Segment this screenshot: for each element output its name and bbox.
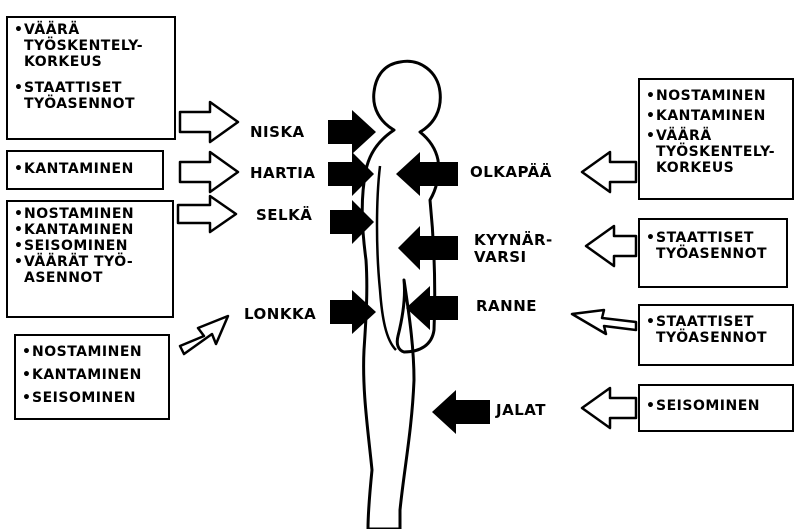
- list-item: STAATTISET TYÖASENNOT: [646, 314, 786, 346]
- label-lonkka: LONKKA: [244, 306, 316, 323]
- solid-arrow-kyynarvarsi: [398, 226, 458, 270]
- solid-arrows: [328, 110, 490, 434]
- list-item: KANTAMINEN: [14, 161, 156, 177]
- label-jalat: JALAT: [496, 402, 546, 419]
- left-box-neck: VÄÄRÄ TYÖSKENTELY- KORKEUS STAATTISET TY…: [6, 16, 176, 140]
- left-box-shoulder: KANTAMINEN: [6, 150, 164, 190]
- list-item: NOSTAMINEN: [646, 88, 786, 104]
- list-item: SEISOMINEN: [22, 390, 162, 406]
- list-item: KANTAMINEN: [646, 108, 786, 124]
- hollow-arrow-kyynarvarsi: [586, 226, 636, 266]
- list-item: NOSTAMINEN: [14, 206, 166, 222]
- list-item: SEISOMINEN: [14, 238, 166, 254]
- solid-arrow-hartia: [328, 152, 374, 196]
- right-box-forearm: STAATTISET TYÖASENNOT: [638, 218, 788, 288]
- label-hartia: HARTIA: [250, 165, 315, 182]
- right-box-wrist: STAATTISET TYÖASENNOT: [638, 304, 794, 366]
- label-ranne: RANNE: [476, 298, 537, 315]
- hollow-arrow-jalat: [582, 388, 636, 428]
- hollow-arrow-hartia: [180, 152, 238, 192]
- list-item: SEISOMINEN: [646, 398, 786, 414]
- solid-arrow-ranne: [406, 286, 458, 330]
- solid-arrow-selka: [330, 200, 374, 244]
- right-box-legs: SEISOMINEN: [638, 384, 794, 432]
- arm-outline: [377, 166, 396, 350]
- left-box-back: NOSTAMINEN KANTAMINEN SEISOMINEN VÄÄRÄT …: [6, 200, 174, 318]
- list-item: STAATTISET TYÖASENNOT: [646, 230, 780, 262]
- hollow-arrow-selka: [178, 196, 236, 232]
- label-olkapaa: OLKAPÄÄ: [470, 164, 552, 181]
- list-item: KANTAMINEN: [14, 222, 166, 238]
- list-item: NOSTAMINEN: [22, 344, 162, 360]
- left-box-hip: NOSTAMINEN KANTAMINEN SEISOMINEN: [14, 334, 170, 420]
- solid-arrow-olkapaa: [396, 152, 458, 196]
- label-selka: SELKÄ: [256, 207, 312, 224]
- list-item: VÄÄRÄT TYÖ- ASENNOT: [14, 254, 166, 286]
- solid-arrow-niska: [328, 110, 376, 154]
- list-item: VÄÄRÄ TYÖSKENTELY- KORKEUS: [14, 22, 168, 70]
- solid-arrow-jalat: [432, 390, 490, 434]
- list-item: VÄÄRÄ TYÖSKENTELY- KORKEUS: [646, 128, 786, 176]
- label-kyynarvarsi: KYYNÄR- VARSI: [474, 232, 553, 266]
- solid-arrow-lonkka: [330, 290, 376, 334]
- list-item: STAATTISET TYÖASENNOT: [14, 80, 168, 112]
- label-niska: NISKA: [250, 124, 305, 141]
- hollow-arrow-ranne: [572, 310, 636, 334]
- list-item: KANTAMINEN: [22, 367, 162, 383]
- hollow-arrow-niska: [180, 102, 238, 142]
- hollow-arrows: [178, 102, 636, 428]
- hollow-arrow-lonkka: [180, 316, 228, 354]
- right-box-shoulder: NOSTAMINEN KANTAMINEN VÄÄRÄ TYÖSKENTELY-…: [638, 78, 794, 200]
- hollow-arrow-olkapaa: [582, 152, 636, 192]
